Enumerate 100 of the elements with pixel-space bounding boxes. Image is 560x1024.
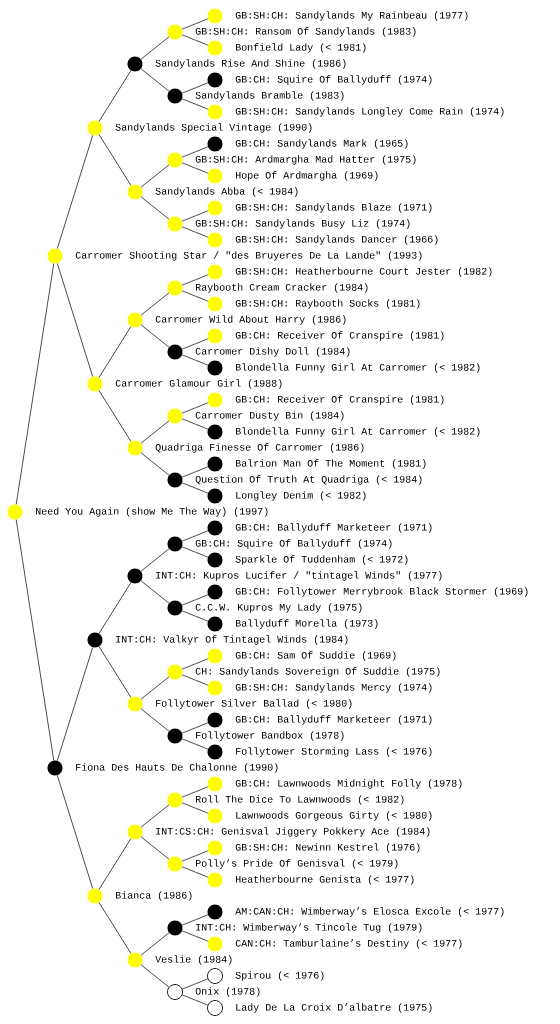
connector-line xyxy=(140,36,170,60)
connector-line xyxy=(140,548,170,572)
connector-line xyxy=(98,646,132,698)
name-label: INT:CH: Kupros Lucifer / "tintagel Winds" (1977) xyxy=(156,571,442,581)
connector-line xyxy=(140,964,170,988)
connector-line xyxy=(98,582,132,634)
name-label: Sandylands Rise And Shine (1986) xyxy=(155,59,346,69)
connector-line xyxy=(181,146,209,158)
name-label: Sparkle Of Tuddenham (< 1972) xyxy=(235,555,408,565)
connector-line xyxy=(181,210,209,222)
name-label: Blondella Funny Girl At Carromer (< 1982) xyxy=(236,363,480,373)
connector-line xyxy=(98,134,132,186)
connector-line xyxy=(98,902,132,954)
name-label: Bianca (1986) xyxy=(116,891,192,901)
connector-line xyxy=(140,68,170,92)
name-label: Sandylands Abba (< 1984) xyxy=(155,187,298,197)
name-label: Spirou (< 1976) xyxy=(235,971,324,981)
name-label: Quadriga Finesse Of Carromer (1986) xyxy=(155,443,364,453)
connector-line xyxy=(182,994,208,1006)
name-label: GB:SH:CH: Sandylands Longley Come Rain (1974) xyxy=(235,107,504,117)
connector-line xyxy=(181,418,209,430)
connector-line xyxy=(181,546,209,558)
connector-line xyxy=(181,610,209,622)
name-label: GB:SH:CH: Heatherbourne Court Jester (1982) xyxy=(235,267,492,277)
connector-line xyxy=(181,930,209,942)
connector-line xyxy=(140,196,170,220)
name-label: GB:CH: Squire Of Ballyduff (1974) xyxy=(195,539,392,549)
name-label: Lady De La Croix D’albatre (1975) xyxy=(236,1003,432,1013)
connector-line xyxy=(56,775,94,889)
connector-line xyxy=(181,786,209,798)
connector-line xyxy=(181,338,209,350)
connector-line xyxy=(181,658,209,670)
connector-line xyxy=(181,162,209,174)
name-label: GB:SH:CH: Raybooth Socks (1981) xyxy=(235,299,420,309)
connector-line xyxy=(181,354,209,366)
connector-line xyxy=(181,18,209,30)
connector-line xyxy=(181,482,209,494)
connector-line xyxy=(98,326,132,378)
name-label: GB:SH:CH: Ardmargha Mad Hatter (1975) xyxy=(195,155,416,165)
name-label: Follytower Silver Ballad (< 1980) xyxy=(156,699,352,709)
name-label: Balrion Man Of The Moment (1981) xyxy=(236,459,426,469)
name-label: Need You Again (show Me The Way) (1997) xyxy=(36,507,268,517)
name-label: GB:CH: Sam Of Suddie (1969) xyxy=(235,651,396,661)
connector-line xyxy=(140,292,170,316)
connector-line xyxy=(140,836,170,860)
connector-line xyxy=(56,263,94,377)
name-label: Carromer Dusty Bin (1984) xyxy=(195,411,344,421)
name-label: GB:CH: Squire Of Ballyduff (1974) xyxy=(235,75,432,85)
name-label: GB:CH: Follytower Merrybrook Black Stormer (1969) xyxy=(235,587,528,597)
name-label: Raybooth Cream Cracker (1984) xyxy=(196,283,368,293)
connector-line xyxy=(98,390,132,442)
connector-line xyxy=(98,838,132,890)
name-label: GB:SH:CH: Sandylands My Rainbeau (1977) xyxy=(235,11,468,21)
name-label: CH: Sandylands Sovereign Of Suddie (1975) xyxy=(195,667,440,677)
connector-line xyxy=(181,802,209,814)
name-label: Onix (1978) xyxy=(195,987,260,997)
connector-line xyxy=(140,324,170,348)
name-label: GB:CH: Receiver Of Cranspire (1981) xyxy=(235,395,444,405)
connector-line xyxy=(181,226,209,238)
name-label: GB:SH:CH: Sandylands Mercy (1974) xyxy=(235,683,432,693)
name-label: Carromer Wild About Harry (1986) xyxy=(155,315,346,325)
name-label: Hope Of Ardmargha (1969) xyxy=(236,171,378,181)
connector-line xyxy=(140,708,170,732)
name-label: GB:SH:CH: Sandylands Blaze (1971) xyxy=(235,203,432,213)
connector-line xyxy=(140,164,170,188)
connector-line xyxy=(181,866,209,878)
connector-line xyxy=(98,70,132,122)
name-label: INT:CS:CH: Genisval Jiggery Pokkery Ace (1984) xyxy=(156,827,430,837)
connector-line xyxy=(181,290,209,302)
name-label: Veslie (1984) xyxy=(155,955,232,965)
connector-line xyxy=(56,135,94,249)
connector-line xyxy=(140,452,170,476)
name-label: GB:SH:CH: Ransom Of Sandylands (1983) xyxy=(195,27,416,37)
name-label: Bonfield Lady (< 1981) xyxy=(236,43,366,53)
name-label: GB:CH: Lawnwoods Midnight Folly (1978) xyxy=(235,779,462,789)
connector-line xyxy=(181,594,209,606)
connector-line xyxy=(181,738,209,750)
connector-line xyxy=(181,34,209,46)
name-label: GB:CH: Ballyduff Marketeer (1971) xyxy=(235,523,432,533)
name-label: C.C.W. Kupros My Lady (1975) xyxy=(195,603,362,613)
name-label: GB:SH:CH: Sandylands Busy Liz (1974) xyxy=(195,219,410,229)
connector-line xyxy=(182,978,208,990)
name-label: Question Of Truth At Quadriga (< 1984) xyxy=(195,475,422,485)
connector-line xyxy=(181,466,209,478)
name-label: Carromer Shooting Star / "des Bruyeres De La Lande" (1993) xyxy=(75,251,422,261)
name-label: Blondella Funny Girl At Carromer (< 1982) xyxy=(236,427,480,437)
name-label: Ballyduff Morella (1973) xyxy=(236,619,378,629)
name-label: GB:SH:CH: Sandylands Dancer (1966) xyxy=(235,235,438,245)
name-label: Sandylands Bramble (1983) xyxy=(195,91,344,101)
name-label: INT:CH: Valkyr Of Tintagel Winds (1984) xyxy=(116,635,348,645)
name-label: Lawnwoods Gorgeous Girty (< 1980) xyxy=(236,811,432,821)
name-label: Heatherbourne Genista (< 1977) xyxy=(236,875,414,885)
name-label: Longley Denim (< 1982) xyxy=(236,491,366,501)
connector-line xyxy=(181,914,209,926)
name-label: Follytower Storming Lass (< 1976) xyxy=(236,747,432,757)
connector-line xyxy=(181,850,209,862)
connector-line xyxy=(181,674,209,686)
name-label: Roll The Dice To Lawnwoods (< 1982) xyxy=(196,795,404,805)
connector-line xyxy=(181,274,209,286)
name-label: GB:CH: Sandylands Mark (1965) xyxy=(235,139,408,149)
